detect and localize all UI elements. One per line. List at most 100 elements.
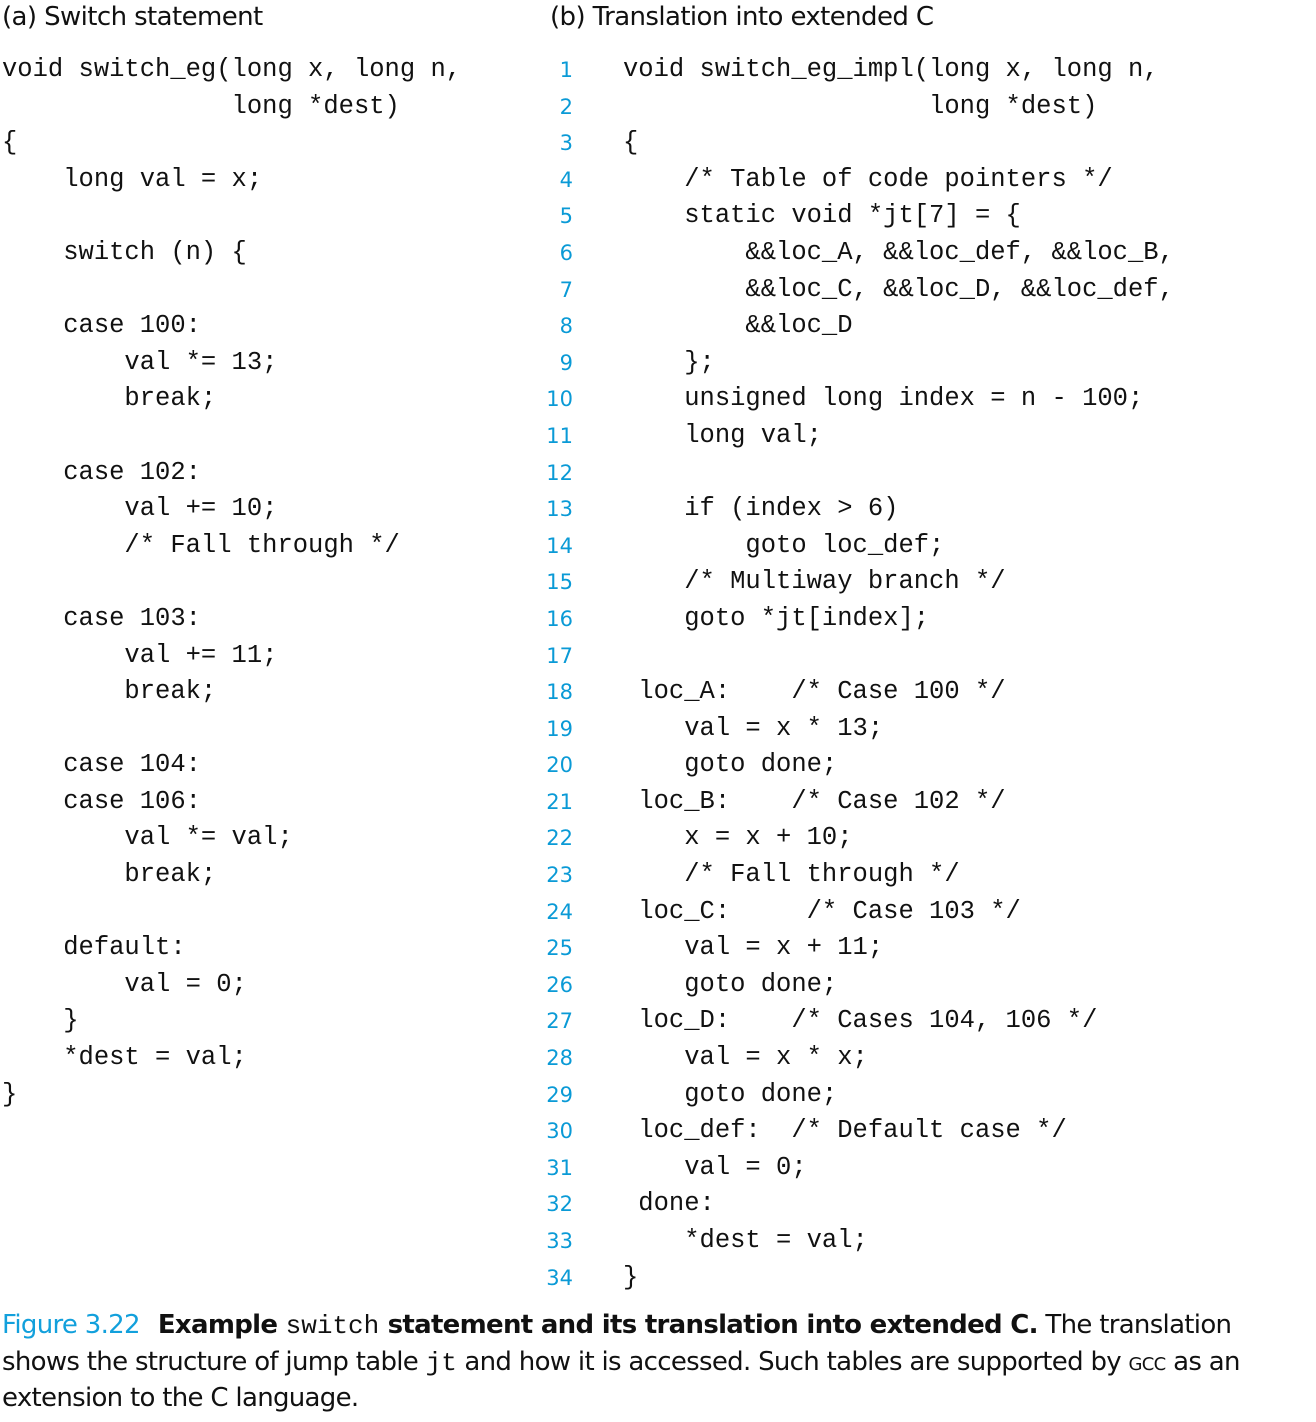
code-line: val = x + 11; [623, 933, 884, 963]
code-line: break; [2, 384, 217, 414]
line-number: 13 [546, 497, 573, 522]
caption-code-jt: jt [425, 1347, 457, 1378]
code-line: val = 0; [2, 969, 247, 999]
line-number: 15 [546, 570, 573, 595]
code-line: break; [2, 860, 217, 890]
line-number: 2 [559, 94, 573, 119]
code-line: *dest = val; [623, 1226, 868, 1255]
line-number: 11 [546, 423, 573, 448]
line-number: 34 [546, 1265, 573, 1290]
code-line [623, 455, 1174, 492]
line-number: 23 [546, 863, 573, 888]
code-line: /* Multiway branch */ [623, 567, 1006, 597]
line-number: 10 [546, 387, 573, 412]
code-line: unsigned long index = n - 100; [623, 384, 1144, 414]
code-line: done: [623, 1189, 715, 1219]
caption-text-3: as an extension to the C language. [2, 1346, 1240, 1414]
code-line: } [623, 1262, 639, 1292]
line-number: 28 [546, 1046, 573, 1071]
code-line: val += 11; [2, 640, 278, 670]
code-line: long *dest) [623, 91, 1098, 121]
line-number: 18 [546, 680, 573, 705]
code-line [2, 272, 461, 309]
code-line: &&loc_A, &&loc_def, &&loc_B, [623, 237, 1174, 267]
line-number: 20 [546, 753, 573, 778]
code-line: case 103: [2, 603, 201, 633]
code-line [2, 418, 461, 455]
code-line: long val = x; [2, 164, 263, 194]
code-line: /* Fall through */ [2, 530, 400, 560]
caption-code-switch: switch [285, 1311, 380, 1341]
figure-label: Figure 3.22 [2, 1310, 141, 1340]
code-line: goto done; [623, 969, 838, 999]
code-line: &&loc_C, &&loc_D, &&loc_def, [623, 274, 1174, 304]
code-line: } [2, 1079, 18, 1109]
line-number: 14 [546, 533, 573, 558]
caption-bold-2: statement and its translation into exten… [379, 1310, 1039, 1340]
line-number: 26 [546, 972, 573, 997]
line-number: 8 [559, 314, 573, 339]
code-listing-extended-c: void switch_eg_impl(long x, long n, long… [623, 52, 1174, 1296]
code-line: loc_B: /* Case 102 */ [623, 786, 1006, 816]
code-line: val = x * 13; [623, 713, 884, 743]
code-line: }; [623, 347, 715, 377]
code-line: case 102: [2, 457, 201, 487]
code-line: goto done; [623, 1079, 838, 1109]
caption-bold-1: Example [157, 1310, 286, 1340]
line-number: 30 [546, 1119, 573, 1144]
code-line: case 100: [2, 311, 201, 341]
code-line: case 104: [2, 750, 201, 780]
code-line: case 106: [2, 786, 201, 816]
code-listing-switch: void switch_eg(long x, long n, long *des… [2, 52, 461, 1113]
line-number: 27 [546, 1009, 573, 1034]
code-line: switch (n) { [2, 237, 247, 267]
code-line: val = x * x; [623, 1043, 868, 1073]
line-number: 29 [546, 1082, 573, 1107]
code-line: *dest = val; [2, 1043, 247, 1073]
code-line: /* Table of code pointers */ [623, 164, 1113, 194]
code-line [623, 638, 1174, 675]
code-line: goto loc_def; [623, 530, 945, 560]
line-number: 6 [559, 240, 573, 265]
line-number: 17 [546, 643, 573, 668]
code-line: goto done; [623, 750, 838, 780]
code-line: x = x + 10; [623, 823, 853, 853]
code-line: long *dest) [2, 91, 400, 121]
line-number: 7 [559, 277, 573, 302]
code-line: /* Fall through */ [623, 860, 960, 890]
panel-a-title: (a) Switch statement [2, 2, 263, 32]
line-number: 32 [546, 1192, 573, 1217]
code-line: void switch_eg(long x, long n, [2, 55, 462, 84]
line-number: 22 [546, 826, 573, 851]
code-line [2, 711, 461, 748]
code-line: loc_D: /* Cases 104, 106 */ [623, 1006, 1098, 1036]
line-number: 16 [546, 606, 573, 631]
code-line: val *= 13; [2, 347, 278, 377]
line-number: 4 [559, 167, 573, 192]
code-line: val *= val; [2, 823, 293, 853]
code-line [2, 564, 461, 601]
line-number: 21 [546, 789, 573, 814]
code-line: break; [2, 677, 217, 707]
panel-b-title: (b) Translation into extended C [550, 2, 934, 32]
code-line: long val; [623, 420, 822, 450]
line-number: 9 [559, 350, 573, 375]
line-number: 3 [559, 131, 573, 156]
line-number: 24 [546, 899, 573, 924]
line-number: 12 [546, 460, 573, 485]
code-line: { [2, 128, 18, 158]
code-line: loc_A: /* Case 100 */ [623, 677, 1006, 707]
line-number: 1 [559, 58, 573, 82]
code-line [2, 894, 461, 931]
code-line: goto *jt[index]; [623, 603, 930, 633]
code-line: &&loc_D [623, 311, 853, 341]
line-number: 31 [546, 1155, 573, 1180]
line-number: 19 [546, 716, 573, 741]
code-line: void switch_eg_impl(long x, long n, [623, 55, 1159, 84]
code-line: val += 10; [2, 494, 278, 524]
code-line: { [623, 128, 639, 158]
caption-text-1: The translation shows the structure of j… [2, 1310, 1232, 1377]
line-number: 25 [546, 936, 573, 961]
figure-caption: Figure 3.22 Example switch statement and … [2, 1308, 1316, 1417]
